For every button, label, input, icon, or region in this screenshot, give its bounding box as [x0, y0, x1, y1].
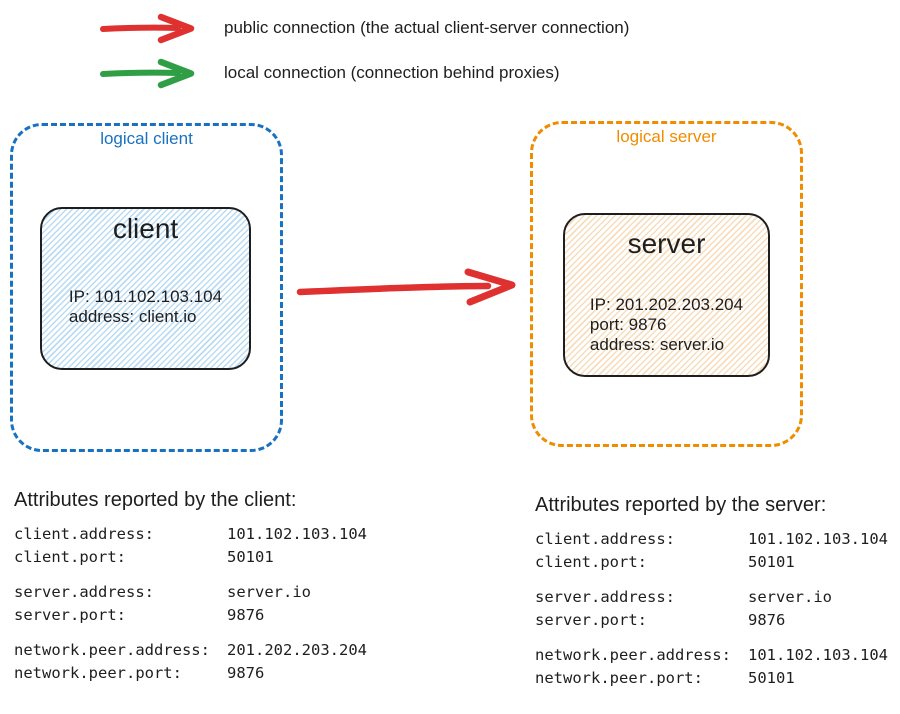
- server-port-line: port: 9876: [589, 315, 667, 334]
- attr-row: network.peer.port: 9876: [14, 662, 367, 685]
- attr-key: server.address:: [535, 588, 675, 606]
- client-attr-group: server.address: server.io server.port: 9…: [14, 581, 367, 627]
- server-ip-line: IP: 201.202.203.204: [589, 295, 744, 314]
- attr-row: client.port: 50101: [535, 551, 888, 574]
- public-connection-legend-label: public connection (the actual client-ser…: [224, 18, 630, 37]
- attr-row: client.address: 101.102.103.104: [14, 523, 367, 546]
- attr-key: client.port:: [14, 548, 126, 566]
- attr-row: network.peer.address: 101.102.103.104: [535, 644, 888, 667]
- public-connection-arrow-icon: [100, 13, 195, 44]
- attr-key: server.port:: [14, 606, 126, 624]
- attr-value: 9876: [227, 664, 265, 682]
- client-attributes-heading: Attributes reported by the client:: [14, 489, 297, 511]
- server-address-line: address: server.io: [589, 335, 725, 354]
- attr-key: network.peer.port:: [14, 664, 182, 682]
- server-node: server IP: 201.202.203.204 port: 9876 ad…: [563, 213, 770, 377]
- local-connection-legend-label: local connection (connection behind prox…: [224, 63, 560, 82]
- client-attr-group: client.address: 101.102.103.104 client.p…: [14, 523, 367, 569]
- logical-server-label: logical server: [616, 127, 717, 146]
- client-address-line: address: client.io: [68, 307, 197, 326]
- attr-key: client.address:: [14, 525, 154, 543]
- logical-client-box: logical client client IP: 101.102.103.10…: [10, 123, 283, 452]
- attr-key: network.peer.port:: [535, 669, 703, 687]
- attr-value: 50101: [748, 553, 795, 571]
- attr-key: network.peer.address:: [535, 646, 731, 664]
- attr-value: server.io: [227, 583, 311, 601]
- server-attributes-heading: Attributes reported by the server:: [535, 494, 827, 516]
- attr-row: client.address: 101.102.103.104: [535, 528, 888, 551]
- attr-value: 101.102.103.104: [227, 525, 367, 543]
- attr-row: server.port: 9876: [14, 604, 367, 627]
- server-attr-group: server.address: server.io server.port: 9…: [535, 586, 888, 632]
- attr-row: network.peer.port: 50101: [535, 667, 888, 690]
- logical-server-box: logical server server IP: 201.202.203.20…: [530, 121, 803, 447]
- local-connection-arrow-icon: [100, 58, 195, 89]
- attr-value: 9876: [227, 606, 265, 624]
- client-node-title: client: [112, 213, 179, 244]
- attr-row: server.port: 9876: [535, 609, 888, 632]
- logical-client-label: logical client: [100, 129, 193, 148]
- server-attr-group: network.peer.address: 101.102.103.104 ne…: [535, 644, 888, 690]
- server-attributes-list: client.address: 101.102.103.104 client.p…: [535, 528, 888, 690]
- server-node-title: server: [627, 228, 706, 259]
- attr-value: server.io: [748, 588, 832, 606]
- attr-row: server.address: server.io: [535, 586, 888, 609]
- attr-key: network.peer.address:: [14, 641, 210, 659]
- client-attributes-section: Attributes reported by the client: clien…: [14, 488, 367, 685]
- client-ip-line: IP: 101.102.103.104: [68, 287, 223, 306]
- attr-value: 101.102.103.104: [748, 530, 888, 548]
- server-attributes-section: Attributes reported by the server: clien…: [535, 493, 888, 690]
- attr-value: 50101: [748, 669, 795, 687]
- attr-key: client.address:: [535, 530, 675, 548]
- attr-value: 50101: [227, 548, 274, 566]
- attr-value: 9876: [748, 611, 786, 629]
- attr-value: 201.202.203.204: [227, 641, 367, 659]
- attr-key: server.port:: [535, 611, 647, 629]
- client-to-server-public-connection-arrow: [296, 268, 516, 306]
- client-node: client IP: 101.102.103.104 address: clie…: [40, 207, 251, 370]
- client-node-details: IP: 101.102.103.104 address: client.io: [69, 287, 222, 327]
- attr-value: 101.102.103.104: [748, 646, 888, 664]
- client-attributes-list: client.address: 101.102.103.104 client.p…: [14, 523, 367, 685]
- attr-key: server.address:: [14, 583, 154, 601]
- server-attr-group: client.address: 101.102.103.104 client.p…: [535, 528, 888, 574]
- attr-row: server.address: server.io: [14, 581, 367, 604]
- attr-row: network.peer.address: 201.202.203.204: [14, 639, 367, 662]
- client-attr-group: network.peer.address: 201.202.203.204 ne…: [14, 639, 367, 685]
- attr-row: client.port: 50101: [14, 546, 367, 569]
- server-node-details: IP: 201.202.203.204 port: 9876 address: …: [590, 295, 743, 355]
- attr-key: client.port:: [535, 553, 647, 571]
